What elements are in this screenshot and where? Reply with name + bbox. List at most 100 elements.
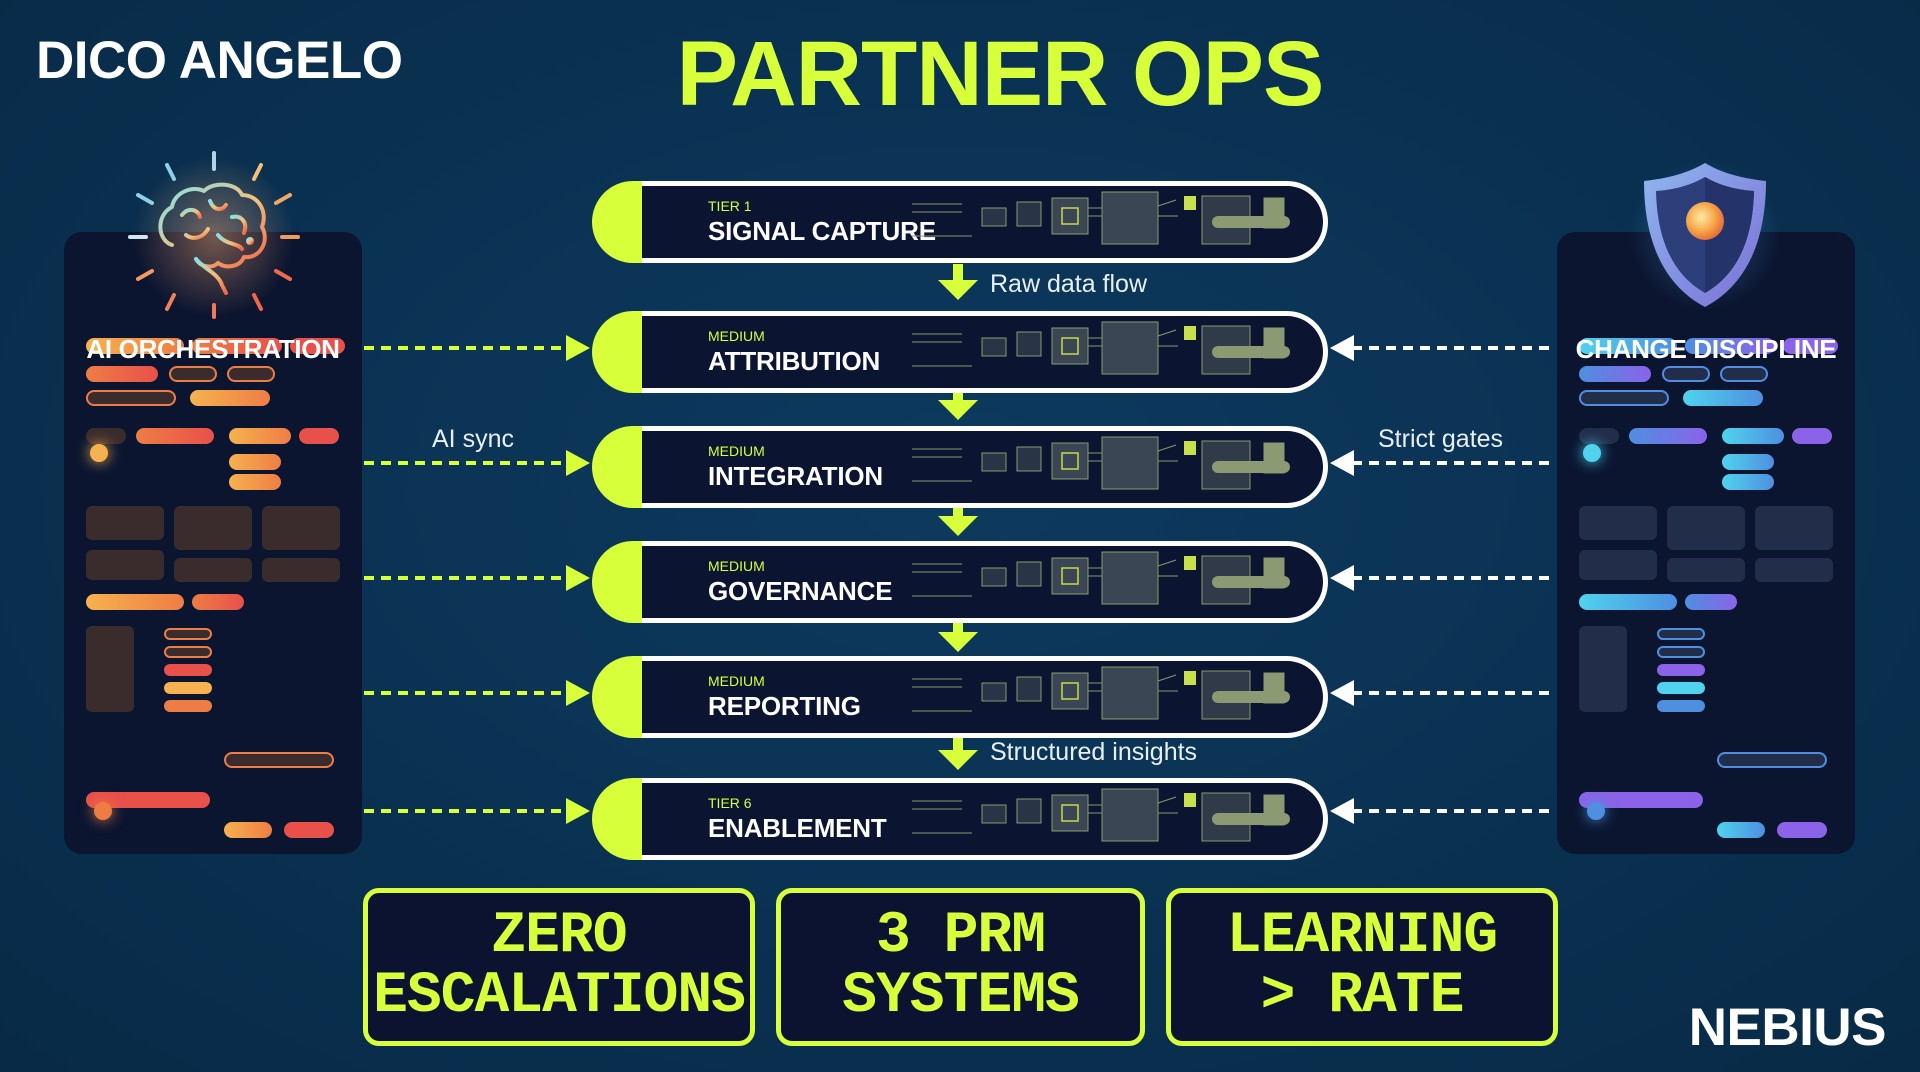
circuit-board-graphic xyxy=(912,551,1290,605)
arrow-left-icon xyxy=(1330,565,1354,591)
metric-line-2: SYSTEMS xyxy=(842,964,1080,1029)
page-title: PARTNER OPS xyxy=(0,22,1920,127)
arrow-down-icon xyxy=(938,400,978,420)
mock-pill xyxy=(86,428,126,444)
mock-pill xyxy=(1717,822,1765,838)
metric-zero-escalations: ZERO ESCALATIONS xyxy=(363,888,755,1046)
tier-level: MEDIUM xyxy=(708,443,765,459)
mock-card xyxy=(86,506,164,540)
brain-icon xyxy=(128,151,300,319)
mock-pill xyxy=(164,682,212,694)
mock-pill xyxy=(192,338,282,354)
tier-name: REPORTING xyxy=(708,691,861,721)
mock-pill xyxy=(169,366,217,382)
mock-card xyxy=(1579,550,1657,580)
mock-pill xyxy=(1657,646,1705,658)
tier-level: MEDIUM xyxy=(708,673,765,689)
mock-pill xyxy=(1657,682,1705,694)
mock-pill xyxy=(190,390,270,406)
tier-name: ENABLEMENT xyxy=(708,813,887,843)
ai-orchestration-panel xyxy=(64,232,362,854)
mock-card xyxy=(262,558,340,582)
mock-pill xyxy=(1792,428,1832,444)
mock-card xyxy=(174,558,252,582)
metric-learning-rate: LEARNING > RATE xyxy=(1166,888,1558,1046)
arrow-left-icon xyxy=(1330,680,1354,706)
arrow-down-icon xyxy=(938,280,978,300)
mock-pill xyxy=(1629,428,1707,444)
mock-glow-dot xyxy=(1587,802,1605,820)
tier-reporting: MEDIUM REPORTING xyxy=(592,656,1328,738)
arrow-right-icon xyxy=(566,798,590,824)
tier-name: INTEGRATION xyxy=(708,461,883,491)
tier-attribution: MEDIUM ATTRIBUTION xyxy=(592,311,1328,393)
brand-name-right: NEBIUS xyxy=(1688,998,1887,1057)
mock-card xyxy=(262,506,340,550)
mock-pill xyxy=(1657,664,1705,676)
arrow-down-icon xyxy=(938,750,978,770)
mock-pill xyxy=(227,366,275,382)
tier-level: MEDIUM xyxy=(708,328,765,344)
tier-name: ATTRIBUTION xyxy=(708,346,881,376)
page-title-text: PARTNER OPS xyxy=(676,23,1325,125)
change-discipline-panel xyxy=(1557,232,1855,854)
mock-pill xyxy=(1579,428,1619,444)
arrow-left-icon xyxy=(1330,450,1354,476)
metric-line-2: ESCALATIONS xyxy=(373,964,746,1029)
ai-orchestration-title: AI ORCHESTRATION xyxy=(86,334,340,364)
tier-integration: MEDIUM INTEGRATION xyxy=(592,426,1328,508)
mock-pill xyxy=(1720,366,1768,382)
mock-pill xyxy=(299,428,339,444)
metric-prm-systems: 3 PRM SYSTEMS xyxy=(776,888,1145,1046)
mock-pill xyxy=(1783,338,1838,354)
tier-name: SIGNAL CAPTURE xyxy=(708,216,936,246)
mock-card xyxy=(1579,626,1627,712)
mock-pill xyxy=(86,338,184,354)
mock-pill xyxy=(1579,792,1703,808)
mock-pill xyxy=(1722,454,1774,470)
mock-card xyxy=(1579,506,1657,540)
arrow-right-icon xyxy=(566,565,590,591)
tier-body: TIER 6 ENABLEMENT xyxy=(642,778,1328,860)
metric-line-1: LEARNING xyxy=(1226,904,1498,969)
flow-arrow-shaft xyxy=(953,264,963,282)
tier-body: MEDIUM INTEGRATION xyxy=(642,426,1328,508)
tier-level: TIER 6 xyxy=(708,795,752,811)
tier-level: MEDIUM xyxy=(708,558,765,574)
flow-label-structured-insights: Structured insights xyxy=(990,738,1198,766)
arrow-down-icon xyxy=(938,516,978,536)
mock-pill xyxy=(164,646,212,658)
mock-pill xyxy=(164,628,212,640)
mock-card xyxy=(1667,558,1745,582)
mock-pill xyxy=(86,366,158,382)
mock-card xyxy=(86,626,134,712)
brand-name-left: DICO ANGELO xyxy=(36,31,403,90)
mock-pill xyxy=(229,454,281,470)
mock-pill xyxy=(86,792,210,808)
mock-glow-dot xyxy=(90,444,108,462)
arrow-left-icon xyxy=(1330,335,1354,361)
circuit-board-graphic xyxy=(912,666,1290,720)
mock-pill xyxy=(86,594,184,610)
circuit-board-graphic xyxy=(912,191,1290,245)
mock-pill xyxy=(1722,474,1774,490)
mock-pill xyxy=(86,390,176,406)
circuit-board-graphic xyxy=(912,436,1290,490)
tier-enablement: TIER 6 ENABLEMENT xyxy=(592,778,1328,860)
arrow-right-icon xyxy=(566,335,590,361)
mock-card xyxy=(1755,558,1833,582)
arrow-right-icon xyxy=(566,680,590,706)
change-discipline-title: CHANGE DISCIPLINE xyxy=(1575,334,1837,364)
connector-label-strict-gates: Strict gates xyxy=(1378,425,1504,453)
mock-pill xyxy=(164,664,212,676)
mock-pill xyxy=(1579,390,1669,406)
mock-pill xyxy=(284,822,334,838)
mock-pill xyxy=(136,428,214,444)
mock-pill xyxy=(229,474,281,490)
mock-pill xyxy=(1777,822,1827,838)
mock-pill xyxy=(1662,366,1710,382)
